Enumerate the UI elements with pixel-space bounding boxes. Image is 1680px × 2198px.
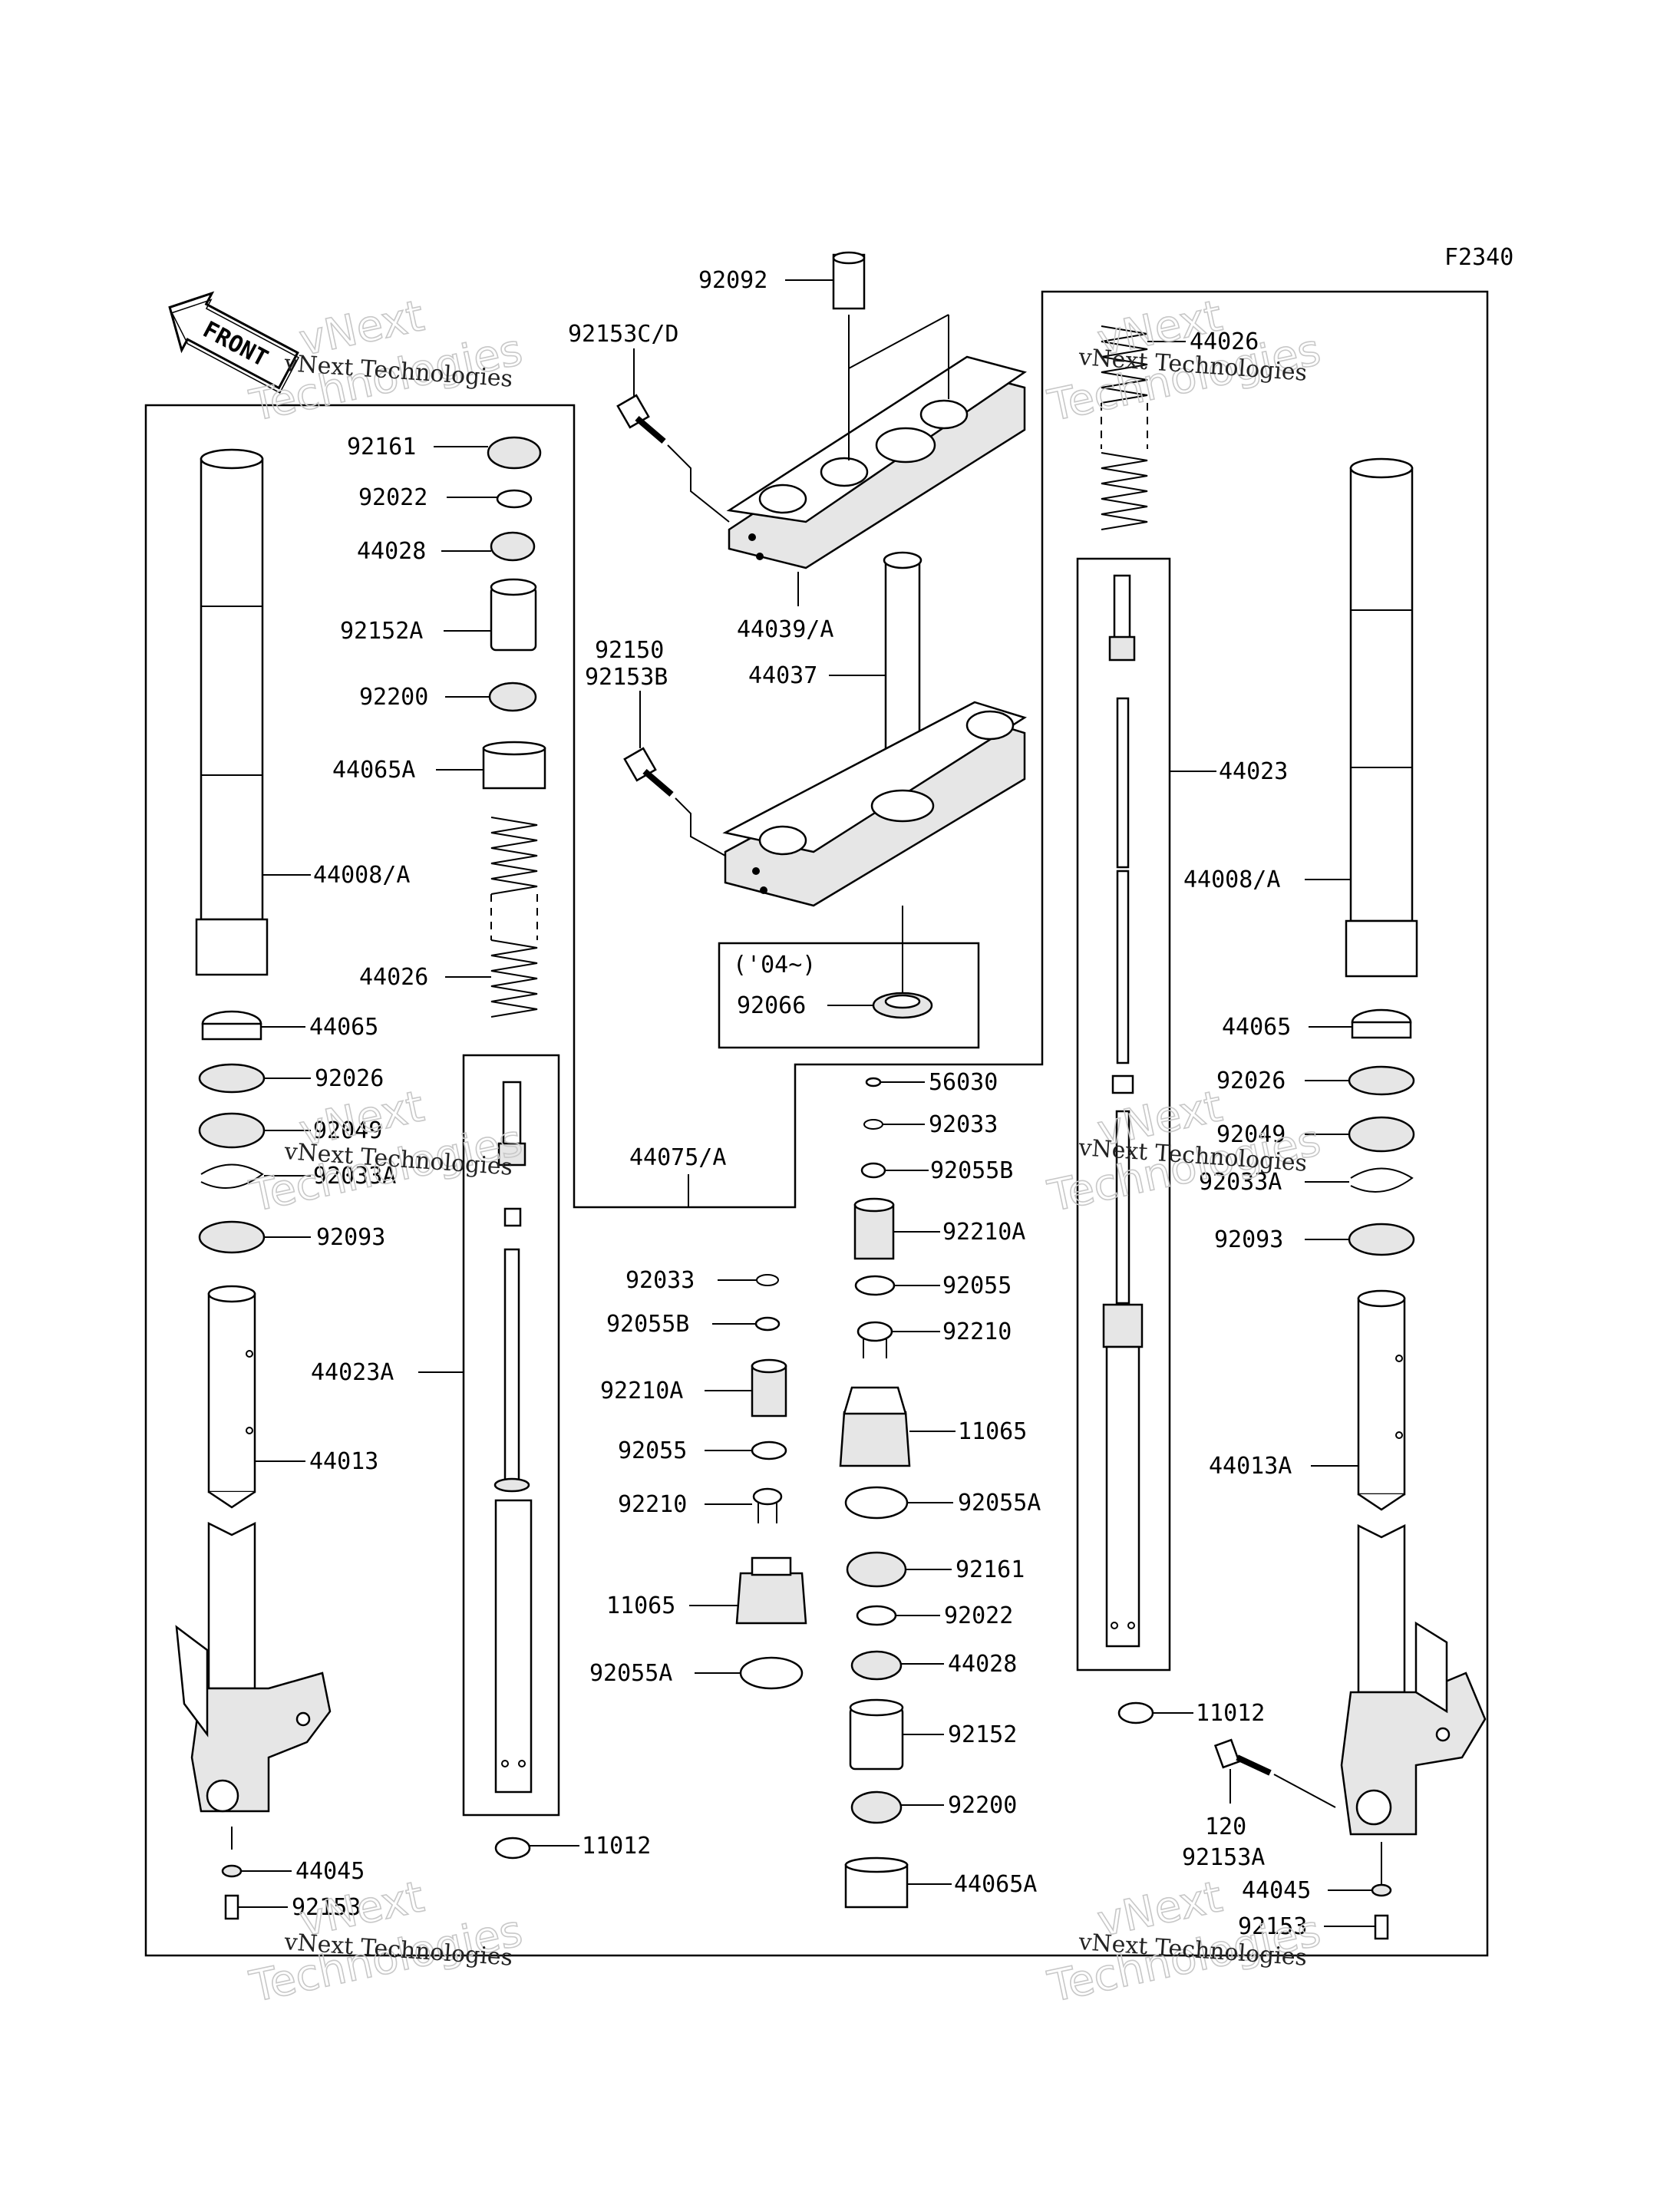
label-92049-right: 92049 bbox=[1216, 1121, 1286, 1148]
label-92026-right: 92026 bbox=[1216, 1068, 1286, 1094]
label-92210-center: 92210 bbox=[942, 1318, 1012, 1345]
part-92153cd-bolt bbox=[616, 348, 730, 523]
label-44008a-right: 44008/A bbox=[1183, 866, 1280, 893]
label-44023a-left: 44023A bbox=[311, 1359, 394, 1386]
label-11065-center: 11065 bbox=[958, 1418, 1027, 1445]
part-92161-left bbox=[487, 436, 542, 470]
label-92153-left: 92153 bbox=[292, 1894, 361, 1921]
label-92055b-mid: 92055B bbox=[606, 1311, 689, 1338]
left-inner-tube-44013 bbox=[207, 1285, 256, 1509]
left-outer-slider bbox=[175, 1521, 332, 1813]
label-92153-right: 92153 bbox=[1238, 1913, 1307, 1940]
label-92161-left: 92161 bbox=[347, 434, 416, 460]
part-92150-bolt bbox=[623, 691, 726, 856]
left-damper-box bbox=[462, 1054, 560, 1817]
label-92153cd: 92153C/D bbox=[568, 321, 679, 348]
label-44065a-left: 44065A bbox=[332, 757, 415, 784]
label-44065a-center: 44065A bbox=[954, 1871, 1037, 1898]
label-92093-left: 92093 bbox=[316, 1224, 385, 1251]
label-92092: 92092 bbox=[698, 267, 767, 294]
year-note-box bbox=[718, 942, 980, 1049]
label-92152a-left: 92152A bbox=[340, 618, 423, 645]
label-92066: 92066 bbox=[737, 992, 806, 1019]
label-120: 120 bbox=[1205, 1814, 1246, 1840]
right-fork-tube bbox=[1345, 457, 1418, 978]
label-92161-center: 92161 bbox=[956, 1556, 1025, 1583]
upper-triple-clamp bbox=[726, 355, 1027, 569]
diagram-code: F2340 bbox=[1444, 244, 1513, 271]
label-92210a-center: 92210A bbox=[942, 1219, 1025, 1246]
label-11012-left: 11012 bbox=[582, 1833, 651, 1860]
label-44013-left: 44013 bbox=[309, 1448, 378, 1475]
label-92055-center: 92055 bbox=[942, 1272, 1012, 1299]
label-92033a-left: 92033A bbox=[313, 1163, 396, 1190]
label-92033a-right: 92033A bbox=[1199, 1169, 1282, 1196]
label-44028-left: 44028 bbox=[357, 538, 426, 565]
label-92210a-mid: 92210A bbox=[600, 1378, 683, 1404]
right-damper-rod-44023 bbox=[1102, 574, 1144, 1648]
left-fork-tube bbox=[195, 448, 269, 976]
label-92210-mid: 92210 bbox=[618, 1491, 687, 1518]
label-92055b-center: 92055B bbox=[930, 1157, 1013, 1184]
label-44008a-left: 44008/A bbox=[313, 862, 410, 889]
label-11065-mid: 11065 bbox=[606, 1592, 675, 1619]
label-44045-left: 44045 bbox=[295, 1858, 365, 1885]
label-11012-right: 11012 bbox=[1196, 1700, 1265, 1727]
label-92055a-mid: 92055A bbox=[589, 1660, 672, 1687]
label-44026-left: 44026 bbox=[359, 964, 428, 991]
right-inner-tube-44013a bbox=[1357, 1289, 1406, 1511]
label-92055-mid: 92055 bbox=[618, 1437, 687, 1464]
right-damper-box bbox=[1076, 557, 1171, 1672]
label-44037: 44037 bbox=[748, 662, 817, 689]
steering-stem-lower-clamp bbox=[722, 551, 1027, 907]
label-56030: 56030 bbox=[929, 1069, 998, 1096]
label-44065-left: 44065 bbox=[309, 1014, 378, 1041]
label-44026-right: 44026 bbox=[1190, 328, 1259, 355]
part-92153a-bolt bbox=[1213, 1738, 1336, 1808]
label-92153b: 92153B bbox=[585, 664, 668, 691]
left-fork-box bbox=[144, 290, 1489, 1957]
label-44028-center: 44028 bbox=[948, 1651, 1017, 1678]
label-92093-right: 92093 bbox=[1214, 1226, 1283, 1253]
label-92022-left: 92022 bbox=[358, 484, 427, 511]
label-92022-center: 92022 bbox=[944, 1602, 1013, 1629]
label-92200-left: 92200 bbox=[359, 684, 428, 711]
label-92152-center: 92152 bbox=[948, 1721, 1017, 1748]
label-44075a: 44075/A bbox=[629, 1144, 726, 1171]
label-92049-left: 92049 bbox=[313, 1117, 382, 1144]
left-damper-rod-44023a bbox=[493, 1081, 533, 1794]
right-outer-slider bbox=[1340, 1523, 1487, 1836]
label-44039a: 44039/A bbox=[737, 616, 833, 643]
label-92026-left: 92026 bbox=[315, 1065, 384, 1092]
label-92033-center: 92033 bbox=[929, 1111, 998, 1138]
label-92033-mid: 92033 bbox=[625, 1267, 695, 1294]
label-44045-right: 44045 bbox=[1242, 1877, 1311, 1904]
label-92150: 92150 bbox=[595, 637, 664, 664]
left-spring-44026 bbox=[490, 817, 538, 1018]
label-44023-right: 44023 bbox=[1219, 758, 1288, 785]
right-spring-44026 bbox=[1101, 325, 1148, 530]
watermark-bottom-left: vNext Technologies bbox=[245, 1871, 527, 2013]
label-92153a: 92153A bbox=[1182, 1844, 1265, 1871]
label-92055a-center: 92055A bbox=[958, 1490, 1041, 1516]
label-44065-right: 44065 bbox=[1222, 1014, 1291, 1041]
label-44013a-right: 44013A bbox=[1209, 1453, 1292, 1480]
label-92200-center: 92200 bbox=[948, 1792, 1017, 1819]
year-note: ('04~) bbox=[733, 952, 816, 979]
